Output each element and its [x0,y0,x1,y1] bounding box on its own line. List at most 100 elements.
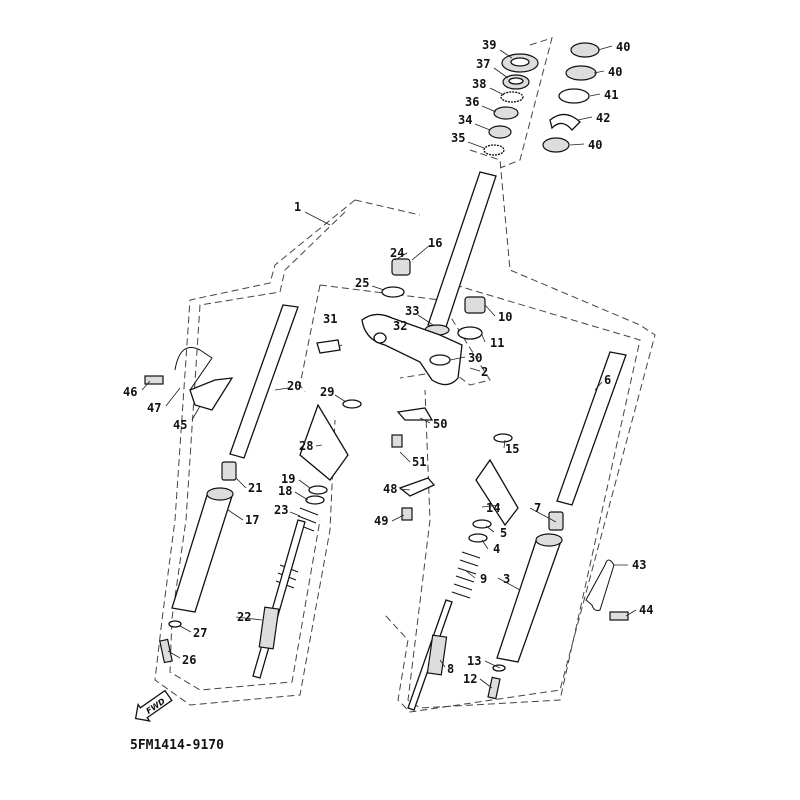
callout: 40 [608,65,622,79]
callout: 37 [476,57,490,71]
callout-labels: 39 37 38 36 34 35 40 40 41 42 40 1 16 24… [123,38,653,686]
part-48-bracket [398,477,436,497]
callout: 29 [320,385,334,399]
callout: 8 [447,662,454,676]
callout: 30 [468,351,482,365]
part-40-ring-nut-a [570,42,600,58]
part-8-damper-head [426,634,448,676]
callout: 20 [287,379,301,393]
part-42-lock-washer [549,113,581,131]
callout: 10 [498,310,512,324]
part-35-ball-bearing [483,144,505,156]
callout: 28 [299,439,313,453]
part-44-bolt [609,611,629,621]
callout: 42 [596,111,610,125]
part-22-damper-rod [252,519,306,679]
part-46-bolt [144,375,164,385]
part-45-bracket [189,377,234,411]
part-50-bracket [396,407,434,421]
callout: 27 [193,626,207,640]
part-40-ring-nut-b [565,65,597,81]
part-36-race [493,106,519,120]
left-fork-parts [144,304,362,679]
callout: 6 [604,373,611,387]
callout: 7 [534,501,541,515]
part-22-damper-head [258,606,280,650]
boundary-steering-stem [384,149,656,713]
callout: 17 [245,513,259,527]
callout: 39 [482,38,496,52]
callout: 45 [173,418,187,432]
part-49-bolt [401,507,413,521]
callout: 44 [639,603,653,617]
callout: 43 [632,558,646,572]
boundary-steering-bearings [499,37,553,169]
part-38-ball-bearing [500,91,524,103]
part-34-race [488,125,512,139]
callout: 50 [433,417,447,431]
callout: 47 [147,401,161,415]
callout: 22 [237,610,251,624]
callout: 34 [458,113,472,127]
part-12-bolt [487,676,501,700]
callout: 5 [500,526,507,540]
callout: 33 [405,304,419,318]
callout: 21 [248,481,262,495]
part-26-bolt [159,638,173,664]
part-31-bolt [316,339,341,354]
callout: 4 [493,542,500,556]
callout: 24 [390,246,404,260]
part-25-o-ring [381,286,405,298]
part-4-clip [468,533,488,543]
callout: 9 [480,572,487,586]
part-3-outer-tube [496,537,562,663]
part-17-top [206,487,234,501]
callout: 16 [428,236,442,250]
part-6-inner-tube [556,351,627,506]
part-10-cap-bolt [464,296,486,314]
boundary-left-fork-inner [169,211,346,691]
callout: 35 [451,131,465,145]
drawing-code: 5FM1414-9170 [130,738,224,753]
part-21-spacer [221,461,237,481]
callout: 51 [412,455,426,469]
part-14-dust-boot [475,458,519,527]
callout: 3 [503,572,510,586]
part-43-clip [585,559,615,611]
callout: 36 [465,95,479,109]
callout: 11 [490,336,504,350]
part-27-washer [168,620,182,628]
part-7-spacer [548,511,564,531]
part-18-clip [305,495,325,505]
part-20-inner-tube [229,304,299,459]
part-41-rubber-washer [558,88,590,104]
part-9-spring [451,551,481,599]
callout: 38 [472,77,486,91]
boundary-right-fork [407,284,641,709]
callout: 32 [393,319,407,333]
part-30-bracket-hole [429,354,451,366]
part-24-cap-bolt [391,258,411,276]
callout: 1 [294,200,301,214]
callout: 12 [463,672,477,686]
part-15-clamp [493,433,513,443]
part-29-clamp [342,399,362,409]
part-32-bracket-hole [373,332,387,344]
callout: 26 [182,653,196,667]
callout: 18 [278,484,292,498]
callout: 23 [274,503,288,517]
callout: 14 [486,501,500,515]
part-28-dust-boot [299,403,349,481]
callout: 40 [616,40,630,54]
callout: 19 [281,472,295,486]
right-fork-parts [391,351,629,711]
part-5-seal [472,519,492,529]
callout: 41 [604,88,618,102]
boundary-left-fork [154,199,421,706]
part-37-hole [508,77,524,85]
callout: 25 [355,276,369,290]
part-19-seal [308,485,328,495]
part-40-ring-nut-c [542,137,570,153]
callout: 15 [505,442,519,456]
callout: 31 [323,312,337,326]
